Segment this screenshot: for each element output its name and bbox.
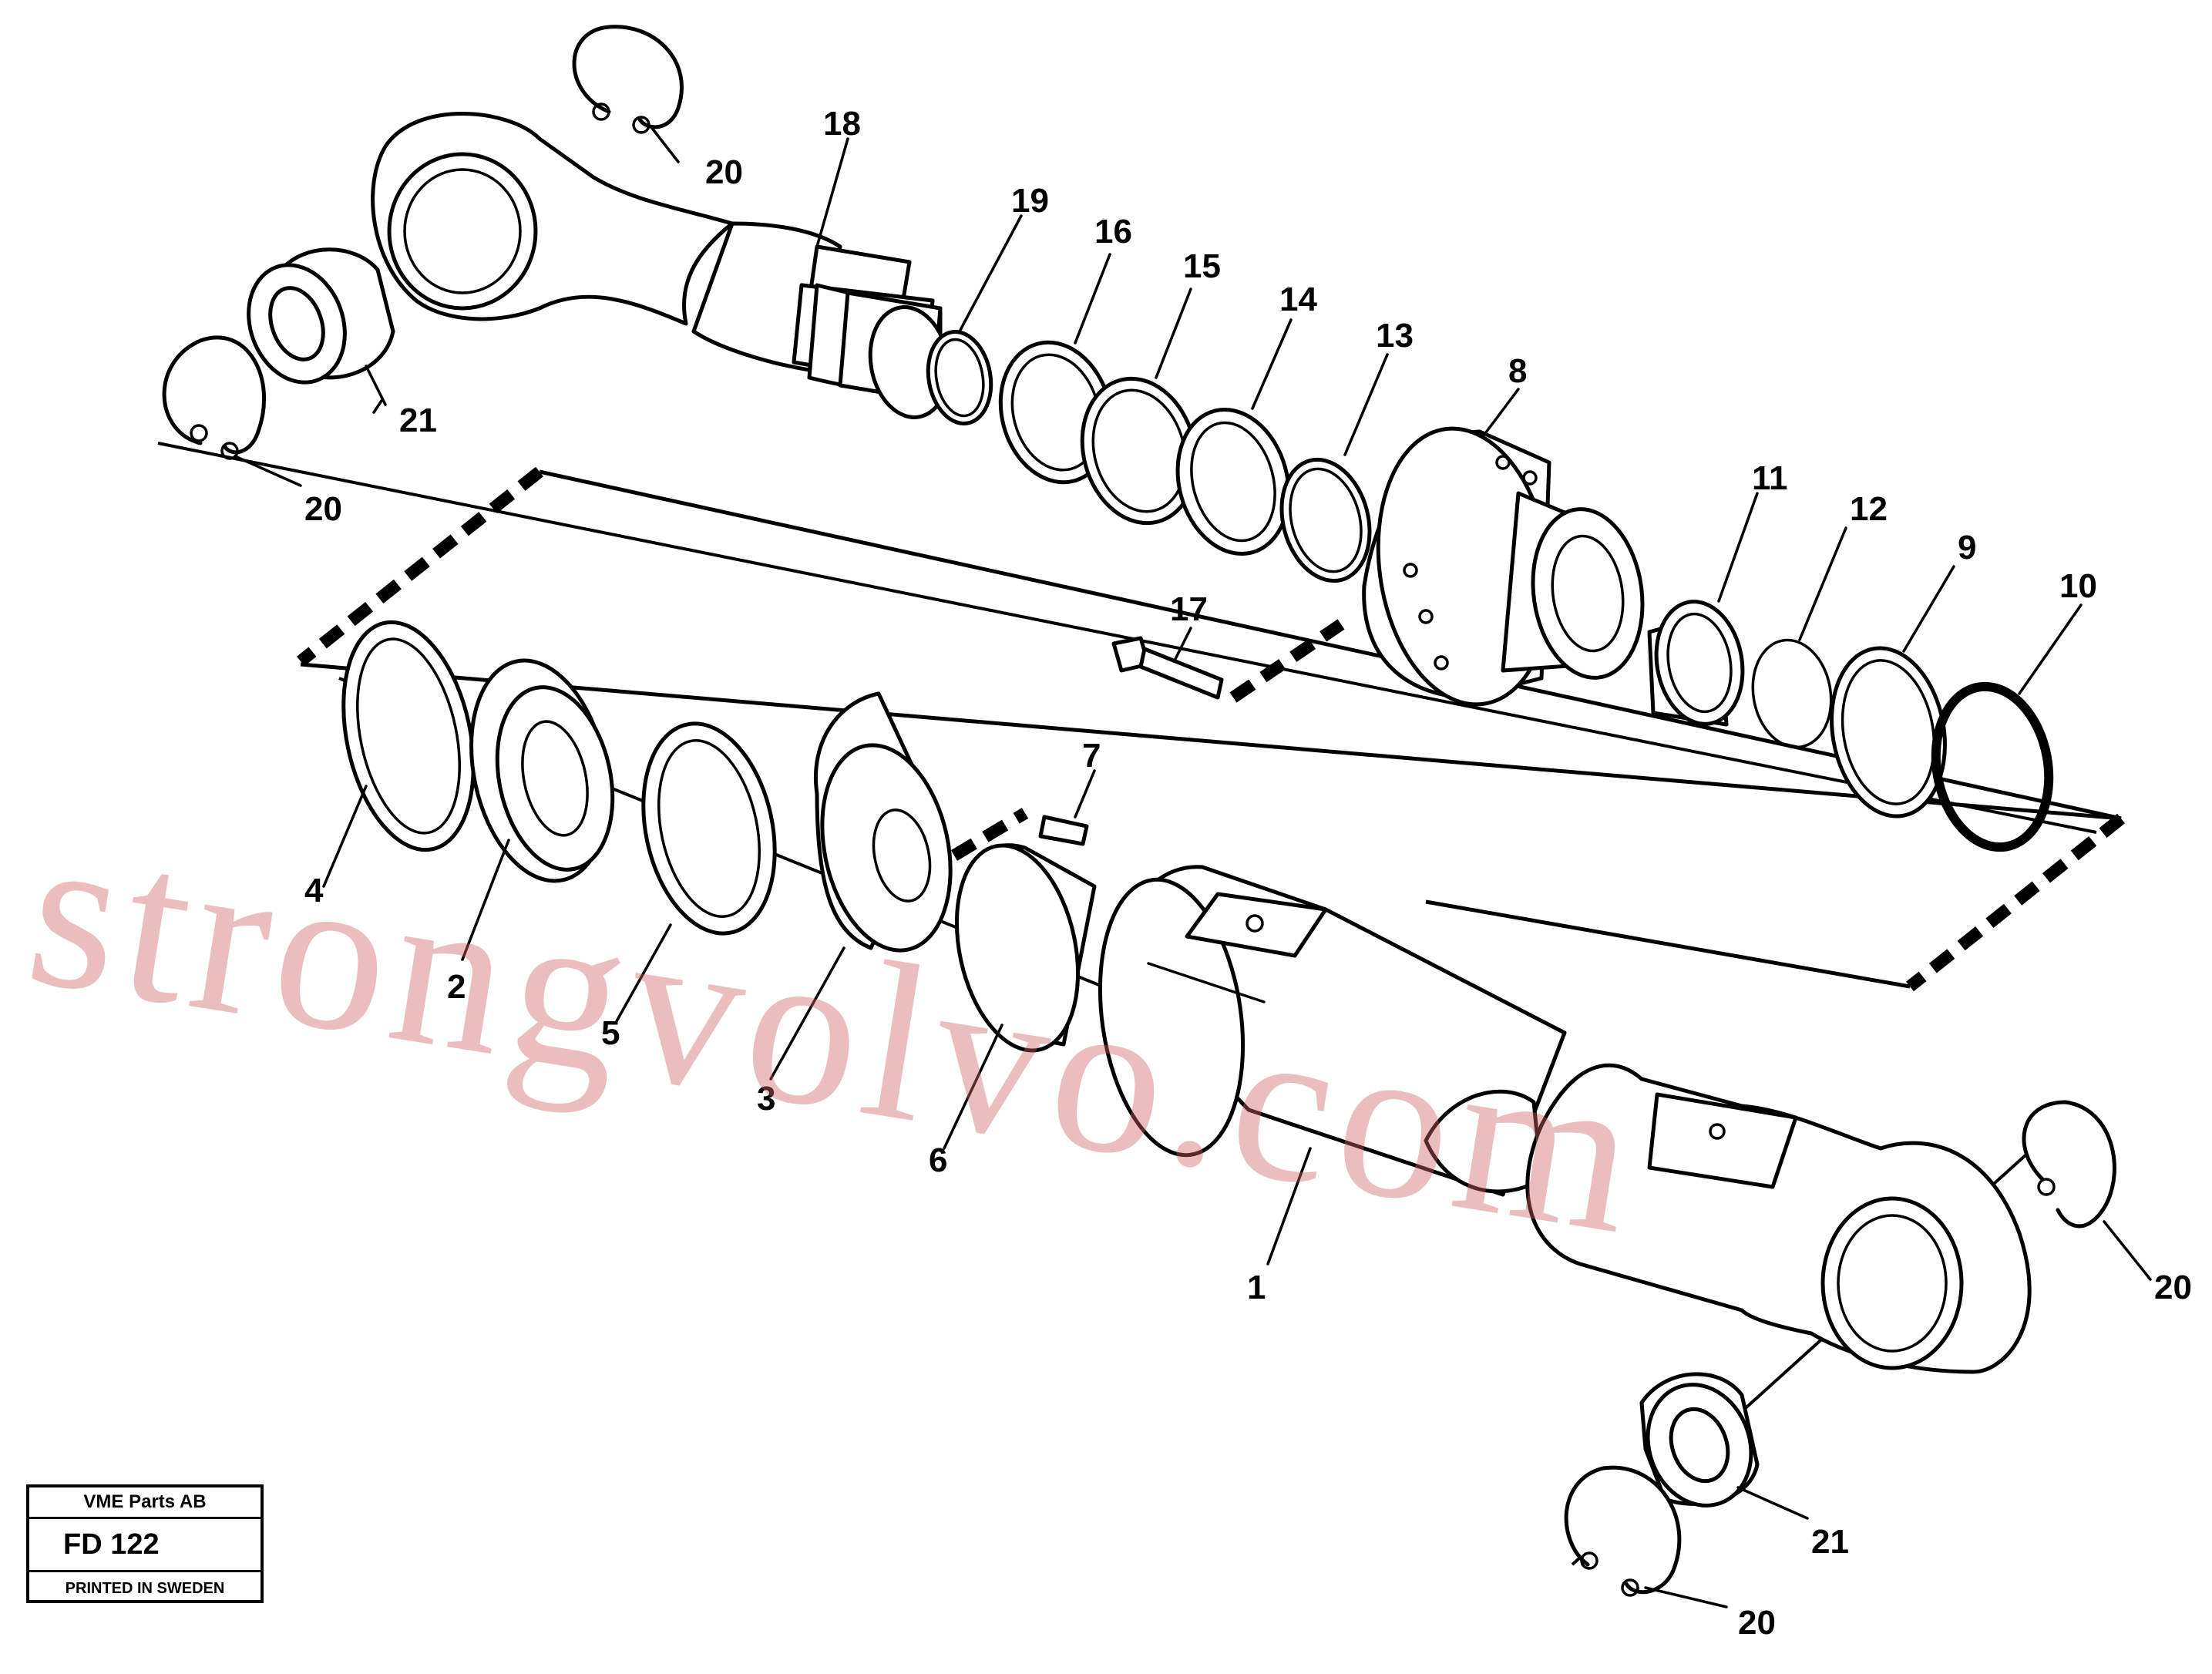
bushing-21-bottom — [1639, 1372, 1760, 1508]
label-part-15: 15 — [1183, 247, 1221, 285]
rod-eye-bottom — [1525, 1063, 2032, 1374]
nipple-7 — [1038, 815, 1089, 846]
circlip-20-left — [162, 335, 267, 460]
label-part-9: 9 — [1958, 529, 1976, 566]
label-part-14: 14 — [1279, 281, 1317, 318]
seal-4 — [341, 620, 476, 852]
label-part-16: 16 — [1094, 213, 1132, 250]
rod-eye-top — [371, 112, 735, 326]
part-labels: 20 18 19 16 15 14 13 8 11 12 9 10 21 20 … — [304, 105, 2192, 1642]
piston-rod-18 — [691, 221, 951, 419]
cylinder-tube-1 — [1098, 865, 1567, 1197]
guide-ring-11 — [1647, 600, 1745, 727]
label-part-12: 12 — [1850, 490, 1888, 528]
label-part-21-bottom: 21 — [1811, 1523, 1849, 1561]
label-part-7: 7 — [1082, 737, 1101, 775]
label-part-18: 18 — [823, 105, 861, 143]
printed-in: PRINTED IN SWEDEN — [65, 1579, 225, 1597]
piston-seal-2 — [469, 658, 615, 883]
leader-lines — [234, 126, 2152, 1608]
bolt-17 — [1111, 636, 1224, 700]
seal-14 — [1175, 407, 1291, 556]
label-part-13: 13 — [1376, 317, 1414, 355]
circlip-20-right — [2022, 1100, 2116, 1229]
label-part-2: 2 — [447, 968, 466, 1006]
label-part-20-top: 20 — [705, 153, 743, 191]
drawing-code: FD 122 — [29, 1519, 261, 1572]
bushing-21-left — [247, 247, 395, 385]
label-part-11: 11 — [1752, 459, 1788, 497]
upper-axis-line — [157, 442, 2097, 834]
circlip-20-top — [572, 25, 684, 134]
label-part-5: 5 — [601, 1014, 620, 1052]
label-part-20-left: 20 — [304, 490, 342, 528]
guide-ring-6 — [954, 843, 1097, 1053]
label-part-1: 1 — [1247, 1269, 1266, 1306]
seal-5 — [641, 721, 777, 936]
cylinder-head-8 — [1362, 426, 1645, 707]
circlip-20-bottom — [1564, 1465, 1682, 1597]
label-part-6: 6 — [929, 1141, 947, 1179]
title-block: VME Parts AB FD 122 PRINTED IN SWEDEN — [26, 1484, 264, 1603]
company-name: VME Parts AB — [29, 1487, 261, 1519]
label-part-4: 4 — [304, 872, 324, 909]
label-part-3: 3 — [757, 1080, 775, 1118]
piston-3 — [814, 691, 953, 953]
seal-13 — [1279, 457, 1372, 583]
label-part-20-right: 20 — [2154, 1269, 2192, 1306]
label-part-17: 17 — [1170, 590, 1208, 628]
label-part-19: 19 — [1011, 182, 1049, 220]
label-part-8: 8 — [1508, 352, 1527, 390]
label-part-20-bottom: 20 — [1738, 1604, 1776, 1642]
backup-ring-10 — [1931, 681, 2054, 852]
label-part-21-left: 21 — [399, 402, 437, 439]
label-part-10: 10 — [2059, 567, 2097, 605]
o-ring-12 — [1751, 638, 1833, 749]
seal-19 — [926, 330, 993, 425]
